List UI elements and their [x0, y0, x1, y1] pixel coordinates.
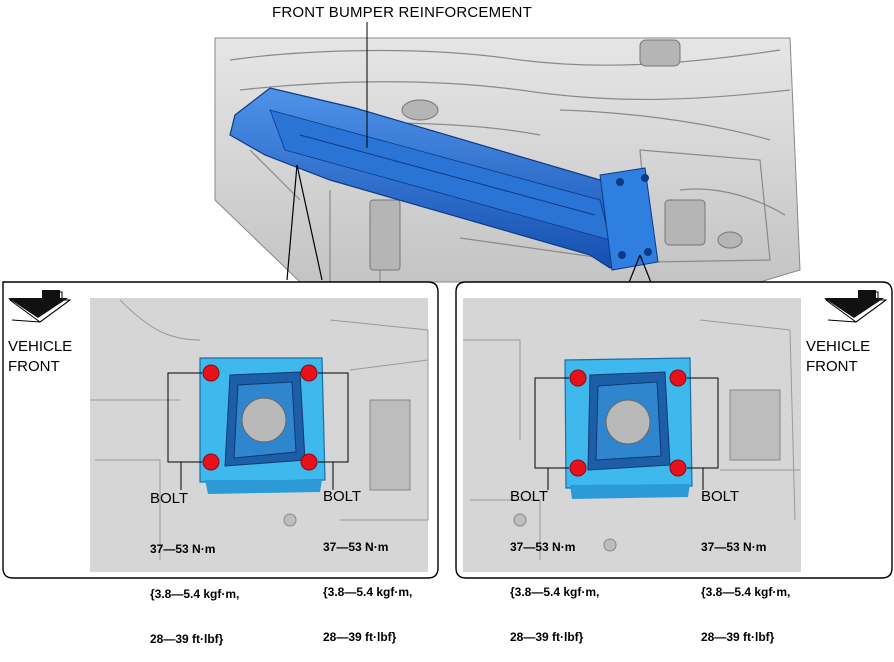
right-panel-right-bolt-torque: 37—53 N·m {3.8—5.4 kgf·m, 28—39 ft·lbf}	[701, 510, 790, 660]
right-panel-bolt-icons	[569, 369, 687, 477]
left-bracket	[199, 357, 326, 494]
torque-line: 37—53 N·m	[150, 542, 216, 556]
right-panel-left-bolt-label: BOLT	[510, 488, 549, 505]
torque-line: {3.8—5.4 kgf·m,	[701, 585, 791, 599]
left-direction-line-1: VEHICLE	[8, 338, 73, 355]
torque-line: 37—53 N·m	[701, 540, 767, 554]
right-vehicle-front-arrow-icon	[824, 290, 888, 323]
diagram-title: FRONT BUMPER REINFORCEMENT	[272, 4, 532, 21]
left-panel-right-bolt-torque: 37—53 N·m {3.8—5.4 kgf·m, 28—39 ft·lbf}	[323, 510, 412, 660]
illustration	[2, 22, 893, 579]
left-detail-panel	[2, 281, 439, 579]
torque-line: 37—53 N·m	[323, 540, 389, 554]
torque-line: 28—39 ft·lbf}	[323, 630, 397, 644]
right-direction-line-1: VEHICLE	[806, 338, 871, 355]
left-panel-bolt-icons	[202, 364, 318, 471]
left-panel-left-bolt-label: BOLT	[150, 490, 189, 507]
right-bracket	[564, 357, 693, 499]
left-vehicle-front-arrow-icon	[8, 290, 72, 323]
right-panel-bolt-leaders	[534, 377, 719, 490]
torque-line: 28—39 ft·lbf}	[701, 630, 775, 644]
torque-line: {3.8—5.4 kgf·m,	[510, 585, 600, 599]
torque-line: {3.8—5.4 kgf·m,	[150, 587, 240, 601]
right-panel-left-bolt-torque: 37—53 N·m {3.8—5.4 kgf·m, 28—39 ft·lbf}	[510, 510, 599, 660]
left-panel-right-bolt-label: BOLT	[323, 488, 362, 505]
callout-lines	[286, 164, 653, 286]
torque-line: 28—39 ft·lbf}	[150, 632, 224, 646]
right-panel-right-bolt-label: BOLT	[701, 488, 740, 505]
torque-line: 37—53 N·m	[510, 540, 576, 554]
right-detail-panel	[455, 281, 893, 579]
left-panel-left-bolt-torque: 37—53 N·m {3.8—5.4 kgf·m, 28—39 ft·lbf}	[150, 512, 239, 662]
front-bumper-reinforcement	[229, 87, 659, 271]
left-direction-line-2: FRONT	[8, 358, 60, 375]
right-vehicle-front-label: VEHICLE FRONT	[806, 337, 870, 377]
left-vehicle-front-label: VEHICLE FRONT	[8, 337, 72, 377]
torque-line: 28—39 ft·lbf}	[510, 630, 584, 644]
left-panel-bolt-leaders	[167, 372, 349, 490]
right-direction-line-2: FRONT	[806, 358, 858, 375]
torque-line: {3.8—5.4 kgf·m,	[323, 585, 413, 599]
